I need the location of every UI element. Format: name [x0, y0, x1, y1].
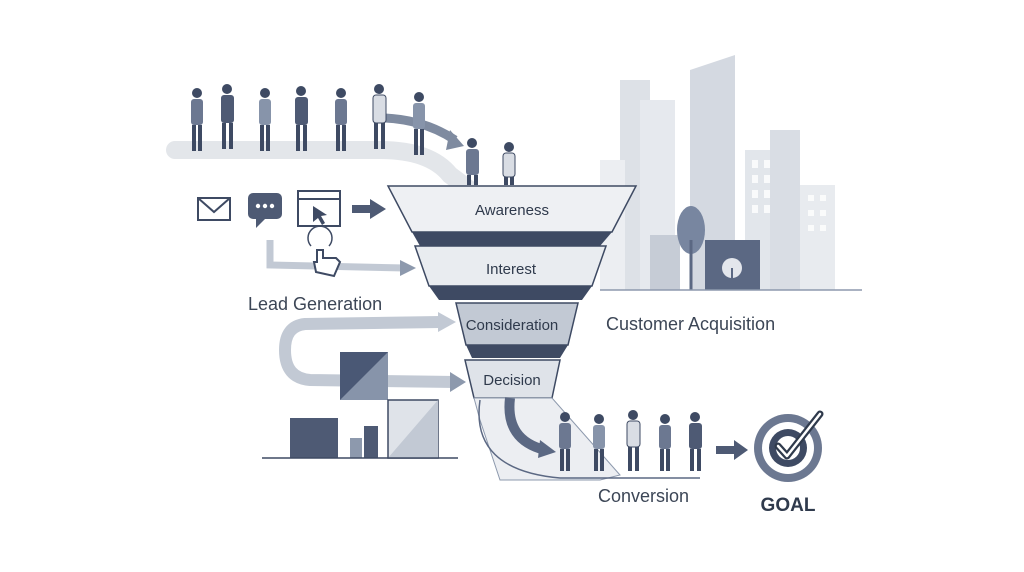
person-figure — [466, 138, 479, 185]
goal-arrow-icon — [716, 440, 748, 460]
block-shapes — [262, 352, 458, 459]
conversion-label: Conversion — [598, 486, 689, 506]
person-figure — [372, 84, 387, 149]
customer-acquisition-label: Customer Acquisition — [606, 314, 775, 334]
people-queue-bottom — [559, 410, 702, 471]
person-figure — [335, 88, 347, 151]
person-figure — [659, 414, 671, 471]
person-figure — [191, 88, 203, 151]
lead-generation-label: Lead Generation — [248, 294, 382, 314]
right-arrow-icon — [352, 199, 386, 219]
people-queue-top — [191, 84, 516, 185]
goal-label: GOAL — [761, 495, 816, 516]
person-figure — [689, 412, 702, 471]
city-skyline — [600, 55, 862, 291]
lead-generation-arrow — [266, 240, 406, 272]
top-path-arrowhead — [446, 130, 464, 150]
target-goal-icon — [754, 410, 824, 482]
person-figure — [413, 92, 425, 155]
stage-label-consideration: Consideration — [466, 317, 559, 334]
tap-hand-icon — [307, 225, 342, 278]
stage-label-decision: Decision — [483, 372, 541, 389]
funnel — [386, 185, 700, 481]
stage-label-interest: Interest — [486, 261, 537, 278]
consideration-loop-arrow — [278, 316, 456, 388]
envelope-icon — [197, 197, 231, 221]
person-figure — [502, 142, 516, 185]
browser-cursor-icon — [297, 190, 341, 227]
person-figure — [295, 86, 308, 151]
top-people-path — [166, 141, 479, 199]
person-figure — [626, 410, 641, 471]
person-figure — [593, 414, 605, 471]
stage-label-awareness: Awareness — [475, 202, 549, 219]
person-figure — [259, 88, 271, 151]
person-figure — [559, 412, 571, 471]
chat-bubble-icon — [248, 193, 282, 228]
person-figure — [221, 84, 234, 149]
